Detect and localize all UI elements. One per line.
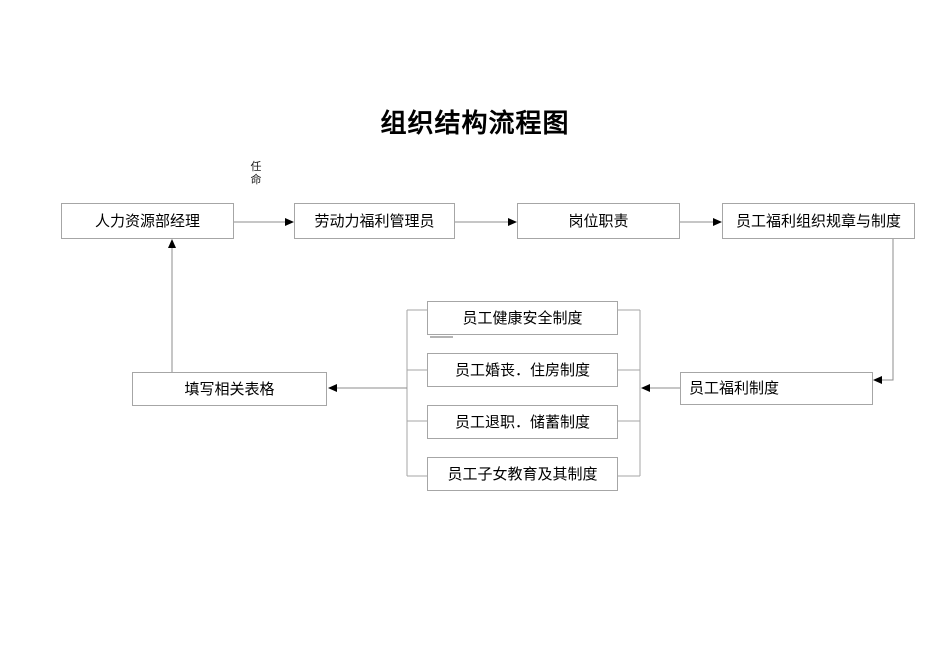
page-title: 组织结构流程图 bbox=[380, 108, 570, 138]
node-org-rules: 员工福利组织规章与制度 bbox=[722, 203, 915, 239]
node-health-safety: 员工健康安全制度 bbox=[427, 301, 618, 335]
node-marriage-housing: 员工婚丧．住房制度 bbox=[427, 353, 618, 387]
node-hr-manager: 人力资源部经理 bbox=[61, 203, 234, 239]
arrow-welfare-to-bracket bbox=[641, 384, 680, 392]
arrow-forms-to-hr bbox=[168, 239, 176, 372]
arrow-orgrules-to-welfare bbox=[873, 239, 894, 384]
node-welfare-system: 员工福利制度 bbox=[680, 372, 873, 405]
arrow-admin-to-duties bbox=[455, 218, 517, 226]
arrow-bracket-to-forms bbox=[328, 384, 407, 392]
node-job-duties: 岗位职责 bbox=[517, 203, 680, 239]
bracket-right bbox=[618, 309, 641, 477]
bracket-left bbox=[406, 309, 427, 477]
arrow-duties-to-orgrules bbox=[680, 218, 722, 226]
node-welfare-admin: 劳动力福利管理员 bbox=[294, 203, 455, 239]
node-fill-forms: 填写相关表格 bbox=[132, 372, 327, 406]
edge-label-appointment: 任命 bbox=[250, 161, 262, 186]
node-children-education: 员工子女教育及其制度 bbox=[427, 457, 618, 491]
node-retirement-savings: 员工退职．储蓄制度 bbox=[427, 405, 618, 439]
arrow-hr-to-admin bbox=[234, 218, 294, 226]
